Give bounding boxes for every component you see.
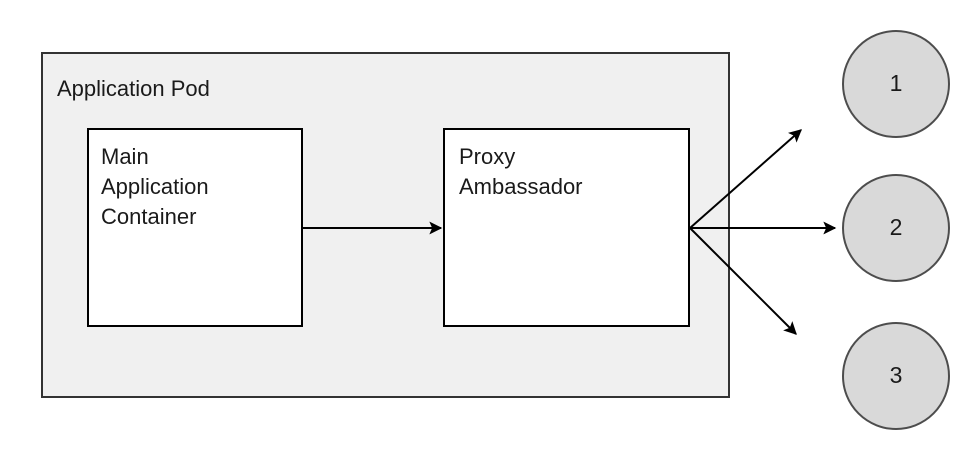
arrow-proxy-to-service-1 xyxy=(689,129,802,229)
service-circle-1[interactable] xyxy=(842,30,950,138)
service-circle-2[interactable] xyxy=(842,174,950,282)
main-application-container-label: Main Application Container xyxy=(101,144,209,229)
service-circle-1-label: 1 xyxy=(889,70,903,96)
main-application-container-box[interactable] xyxy=(87,128,303,327)
proxy-ambassador-label: Proxy Ambassador xyxy=(459,144,583,199)
service-circle-3-label: 3 xyxy=(889,362,903,388)
application-pod-label: Application Pod xyxy=(57,76,210,101)
proxy-ambassador-box[interactable] xyxy=(443,128,690,327)
service-circle-2-label: 2 xyxy=(889,214,903,240)
service-circle-3[interactable] xyxy=(842,322,950,430)
arrow-proxy-to-service-3 xyxy=(689,227,797,335)
